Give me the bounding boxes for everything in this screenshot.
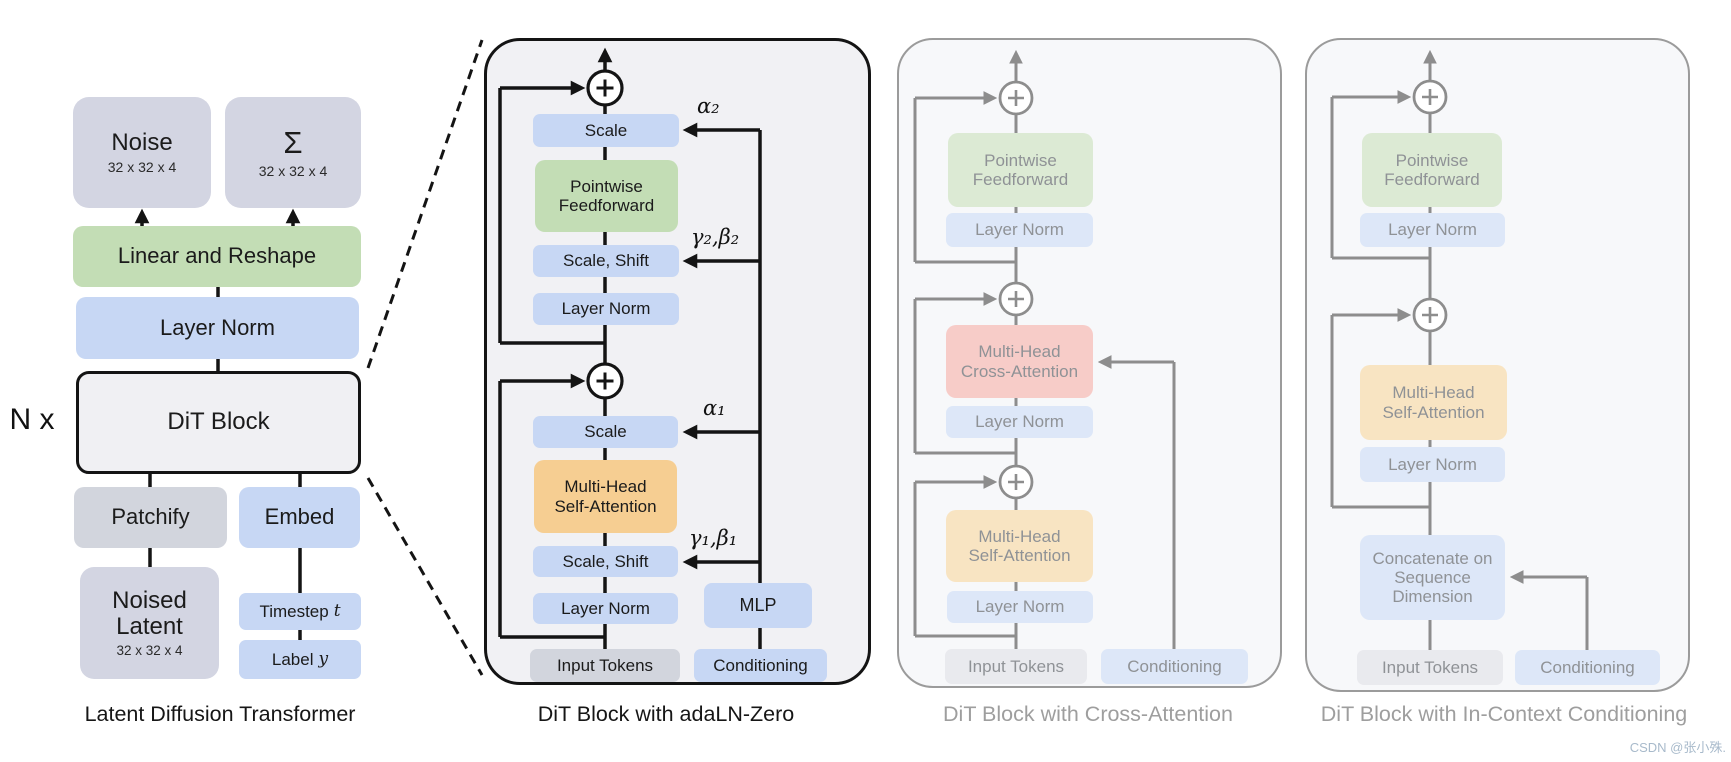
multi-head-self-attention-label: Multi-Head Self-Attention	[968, 526, 1071, 565]
multi-head-self-attention-label: Multi-Head Self-Attention	[1382, 383, 1485, 422]
layer-norm-box: Layer Norm	[946, 213, 1093, 247]
noise-box: Noise 32 x 32 x 4	[73, 97, 211, 208]
conditioning-label: Conditioning	[1127, 656, 1222, 676]
timestep-var: t	[333, 600, 341, 621]
scale-shift-label: Scale, Shift	[562, 551, 649, 571]
input-tokens-label: Input Tokens	[556, 655, 654, 675]
sigma-dims: 32 x 32 x 4	[258, 162, 328, 179]
mlp-box: MLP	[704, 583, 812, 628]
concatenate-label: Concatenate on Sequence Dimension	[1372, 548, 1493, 607]
concatenate-box: Concatenate on Sequence Dimension	[1360, 535, 1505, 620]
scale-shift-label: Scale, Shift	[563, 251, 649, 271]
embed-box: Embed	[239, 487, 360, 548]
dit-block-label: DiT Block	[167, 408, 270, 436]
noise-label: Noise	[111, 128, 173, 156]
noised-latent-dims: 32 x 32 x 4	[116, 643, 183, 659]
layer-norm-box: Layer Norm	[1360, 447, 1505, 482]
scale-shift-box-bottom: Scale, Shift	[533, 546, 678, 577]
pointwise-feedforward-label: Pointwise Feedforward	[558, 176, 655, 215]
dit-block-box: DiT Block	[76, 371, 361, 474]
input-tokens-label: Input Tokens	[967, 656, 1065, 676]
pointwise-feedforward-box: Pointwise Feedforward	[535, 160, 678, 232]
layer-norm-label: Layer Norm	[975, 220, 1064, 240]
dashed-connector-top	[366, 39, 484, 369]
noised-latent-label: Noised Latent	[112, 586, 187, 641]
label-y-var: y	[318, 648, 329, 669]
layer-norm-box: Layer Norm	[1360, 213, 1505, 247]
pointwise-feedforward-box: Pointwise Feedforward	[1362, 133, 1502, 207]
caption-cross-attention: DiT Block with Cross-Attention	[943, 702, 1233, 726]
scale-shift-box-top: Scale, Shift	[533, 245, 679, 277]
noised-latent-box: Noised Latent 32 x 32 x 4	[80, 567, 219, 679]
scale-label: Scale	[584, 120, 628, 140]
input-tokens-box: Input Tokens	[530, 649, 680, 682]
alpha2-label: α₂	[697, 94, 720, 118]
layer-norm-box: Layer Norm	[947, 591, 1093, 623]
patchify-label: Patchify	[111, 504, 190, 530]
conditioning-box: Conditioning	[1515, 650, 1660, 685]
multi-head-self-attention-box: Multi-Head Self-Attention	[1360, 365, 1507, 440]
multi-head-cross-attention-label: Multi-Head Cross-Attention	[960, 342, 1079, 381]
multi-head-self-attention-box: Multi-Head Self-Attention	[946, 510, 1093, 582]
layer-norm-label: Layer Norm	[160, 314, 275, 340]
dashed-connector-bottom	[366, 477, 484, 676]
layer-norm-label: Layer Norm	[975, 597, 1065, 617]
caption-adaln-zero: DiT Block with adaLN-Zero	[537, 702, 795, 726]
layer-norm-label: Layer Norm	[1388, 220, 1477, 240]
alpha1-label: α₁	[703, 396, 726, 420]
multi-head-self-attention-label: Multi-Head Self-Attention	[554, 477, 657, 516]
layer-norm-box: Layer Norm	[533, 593, 678, 624]
sigma-label: Σ	[283, 124, 303, 160]
pointwise-feedforward-label: Pointwise Feedforward	[972, 150, 1069, 189]
linear-reshape-box: Linear and Reshape	[73, 226, 361, 287]
layer-norm-label: Layer Norm	[561, 299, 651, 319]
linear-reshape-label: Linear and Reshape	[117, 243, 317, 269]
gamma-beta1-label: γ₁,β₁	[689, 526, 738, 550]
label-y-label: Label	[271, 649, 314, 669]
layer-norm-label: Layer Norm	[561, 598, 650, 618]
conditioning-box: Conditioning	[694, 649, 827, 682]
caption-latent-diffusion-transformer: Latent Diffusion Transformer	[84, 702, 356, 726]
scale-box-top: Scale	[533, 114, 679, 147]
layer-norm-label: Layer Norm	[1388, 454, 1477, 474]
multi-head-self-attention-box: Multi-Head Self-Attention	[534, 460, 677, 533]
pointwise-feedforward-box: Pointwise Feedforward	[948, 133, 1093, 207]
layer-norm-box: Layer Norm	[533, 293, 679, 325]
layer-norm-label: Layer Norm	[975, 412, 1064, 432]
caption-in-context: DiT Block with In-Context Conditioning	[1320, 702, 1688, 726]
pointwise-feedforward-label: Pointwise Feedforward	[1384, 150, 1480, 189]
sigma-box: Σ 32 x 32 x 4	[225, 97, 361, 208]
gamma-beta2-label: γ₂,β₂	[691, 225, 740, 249]
scale-label: Scale	[584, 422, 627, 442]
noise-dims: 32 x 32 x 4	[107, 158, 177, 175]
input-tokens-label: Input Tokens	[1381, 657, 1479, 677]
watermark: CSDN @张小殊.	[1629, 740, 1726, 755]
conditioning-label: Conditioning	[1540, 657, 1635, 677]
label-y-box: Label y	[239, 640, 361, 679]
multi-head-cross-attention-box: Multi-Head Cross-Attention	[946, 325, 1093, 398]
conditioning-label: Conditioning	[713, 655, 808, 675]
repeat-count-label: N x	[9, 403, 55, 436]
input-tokens-box: Input Tokens	[1357, 650, 1503, 685]
patchify-box: Patchify	[74, 487, 227, 548]
timestep-label: Timestep	[259, 601, 329, 621]
layer-norm-box: Layer Norm	[946, 406, 1093, 438]
zoom-callout-dashes	[366, 39, 484, 676]
embed-label: Embed	[264, 504, 335, 530]
layer-norm-box: Layer Norm	[76, 297, 359, 359]
mlp-label: MLP	[739, 595, 777, 616]
conditioning-box: Conditioning	[1101, 649, 1248, 684]
input-tokens-box: Input Tokens	[945, 649, 1087, 684]
timestep-box: Timestep t	[239, 593, 361, 630]
scale-box-bottom: Scale	[533, 416, 678, 448]
